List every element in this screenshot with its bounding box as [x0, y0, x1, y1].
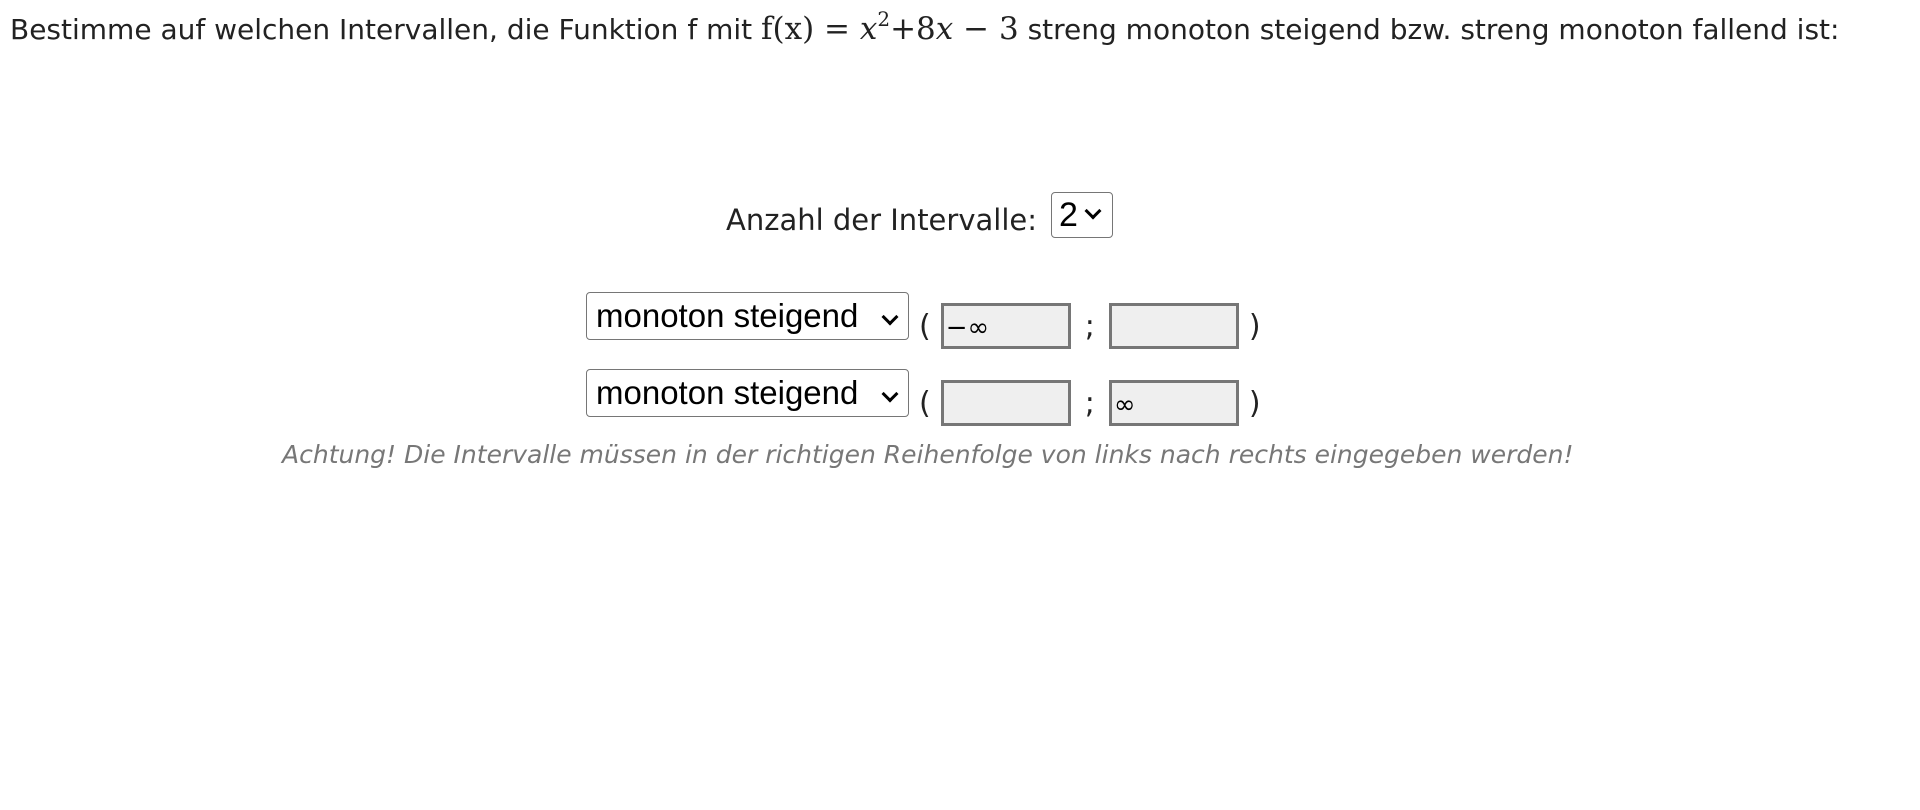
- monotony-type-select[interactable]: monoton steigend: [586, 369, 909, 417]
- chevron-down-icon: [881, 385, 899, 403]
- monotony-type-value: monoton steigend: [596, 374, 859, 411]
- monotony-type-value: monoton steigend: [596, 297, 859, 334]
- formula-lhs: f(x): [761, 11, 815, 47]
- chevron-down-icon: [881, 308, 899, 326]
- interval-count-value: 2: [1059, 195, 1078, 234]
- close-paren: ): [1248, 308, 1261, 344]
- open-paren: (: [919, 385, 931, 421]
- formula-equals: =: [814, 11, 860, 47]
- upper-bound-input[interactable]: [1108, 303, 1239, 349]
- interval-count-label: Anzahl der Intervalle:: [726, 203, 1037, 237]
- lower-bound-input[interactable]: [940, 380, 1071, 426]
- function-formula: f(x) = x2+8x − 3: [761, 9, 1019, 47]
- interval-separator: ;: [1084, 308, 1095, 344]
- formula-tail: − 3: [953, 11, 1019, 47]
- open-paren: (: [919, 308, 931, 344]
- formula-rest: +8: [890, 11, 936, 47]
- order-warning: Achtung! Die Intervalle müssen in der ri…: [282, 440, 1574, 469]
- formula-exponent: 2: [877, 7, 891, 31]
- formula-x: x: [859, 11, 878, 47]
- question-text-before: Bestimme auf welchen Intervallen, die Fu…: [10, 13, 762, 46]
- interval-separator: ;: [1084, 385, 1095, 421]
- interval-row: monoton steigend ( −∞ ; ): [586, 292, 1271, 349]
- close-paren: ): [1248, 385, 1261, 421]
- chevron-down-icon: [1084, 202, 1102, 220]
- interval-count-select[interactable]: 2: [1051, 192, 1113, 238]
- interval-row: monoton steigend ( ; ∞ ): [586, 369, 1271, 426]
- upper-bound-input[interactable]: ∞: [1108, 380, 1239, 426]
- question-text-after: streng monoton steigend bzw. streng mono…: [1018, 13, 1840, 46]
- lower-bound-input[interactable]: −∞: [940, 303, 1071, 349]
- formula-x-2: x: [935, 11, 954, 47]
- question-text: Bestimme auf welchen Intervallen, die Fu…: [10, 9, 1910, 49]
- interval-count-row: Anzahl der Intervalle: 2: [726, 192, 1113, 238]
- monotony-type-select[interactable]: monoton steigend: [586, 292, 909, 340]
